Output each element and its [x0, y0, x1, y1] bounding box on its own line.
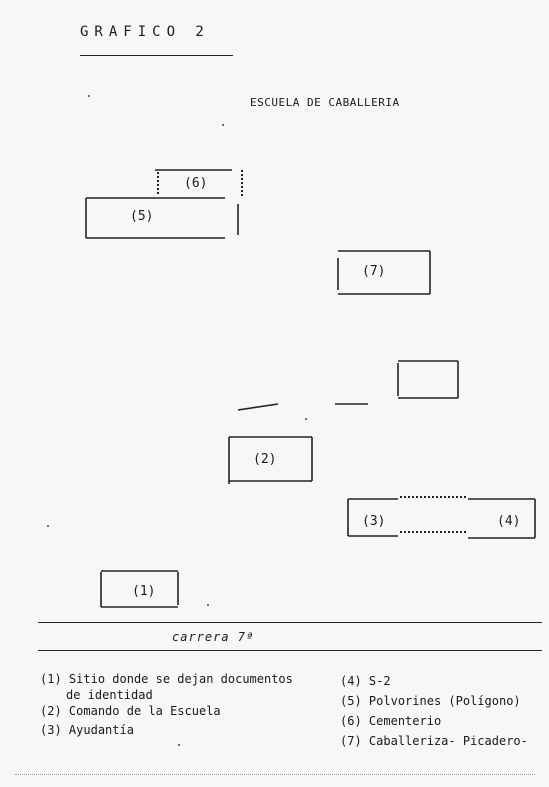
street-edge-top	[38, 622, 542, 623]
legend-left: (1) Sitio donde se dejan documentos de i…	[40, 671, 320, 738]
legend-text: Polvorines (Polígono)	[368, 694, 521, 708]
legend-text: Comando de la Escuela	[68, 704, 221, 718]
legend-item: (4) S-2	[340, 671, 545, 691]
legend-item: (3) Ayudantía	[40, 722, 320, 738]
legend-text: Cementerio	[368, 714, 442, 728]
legend-number: (2)	[40, 704, 62, 718]
legend-item: (5) Polvorines (Polígono)	[340, 691, 545, 711]
scan-speck	[222, 124, 224, 126]
legend-item: (1) Sitio donde se dejan documentos	[40, 671, 320, 687]
building-label-6: (6)	[184, 176, 208, 191]
legend-item: (2) Comando de la Escuela	[40, 703, 320, 719]
legend-text: Ayudantía	[68, 723, 134, 737]
legend-text: Sitio donde se dejan documentos	[68, 672, 293, 686]
building-label-7: (7)	[362, 264, 386, 279]
legend-text: S-2	[368, 674, 391, 688]
scan-speck	[305, 418, 307, 420]
dotted-wall	[400, 496, 466, 498]
legend-number: (6)	[340, 714, 362, 728]
legend-number: (5)	[340, 694, 362, 708]
scan-artifact-line	[15, 774, 535, 775]
building-label-2: (2)	[253, 452, 277, 467]
dotted-wall	[241, 170, 245, 196]
building-label-3: (3)	[362, 514, 386, 529]
dotted-wall	[400, 531, 466, 533]
legend-number: (3)	[40, 723, 62, 737]
building-label-5: (5)	[130, 209, 154, 224]
street-edge-bottom	[38, 650, 542, 651]
scan-speck	[47, 525, 49, 527]
legend-item: (7) Caballeriza- Picadero-	[340, 731, 545, 751]
scan-speck	[88, 95, 90, 97]
dotted-wall	[157, 172, 161, 194]
legend-text: Caballeriza- Picadero-	[368, 734, 528, 748]
diagram-subtitle: ESCUELA DE CABALLERIA	[250, 96, 400, 109]
title-underline	[80, 55, 233, 56]
page-title: GRAFICO 2	[80, 24, 210, 40]
legend-number: (7)	[340, 734, 362, 748]
legend-number: (4)	[340, 674, 362, 688]
legend-item: (6) Cementerio	[340, 711, 545, 731]
scan-speck	[178, 744, 180, 746]
legend-number: (1)	[40, 672, 62, 686]
legend-item-continued: de identidad	[66, 688, 153, 702]
building-label-4: (4)	[497, 514, 521, 529]
building-label-1: (1)	[132, 584, 156, 599]
legend-right: (4) S-2 (5) Polvorines (Polígono) (6) Ce…	[340, 671, 545, 751]
scan-speck	[207, 604, 209, 606]
street-label: carrera 7ª	[172, 630, 255, 644]
